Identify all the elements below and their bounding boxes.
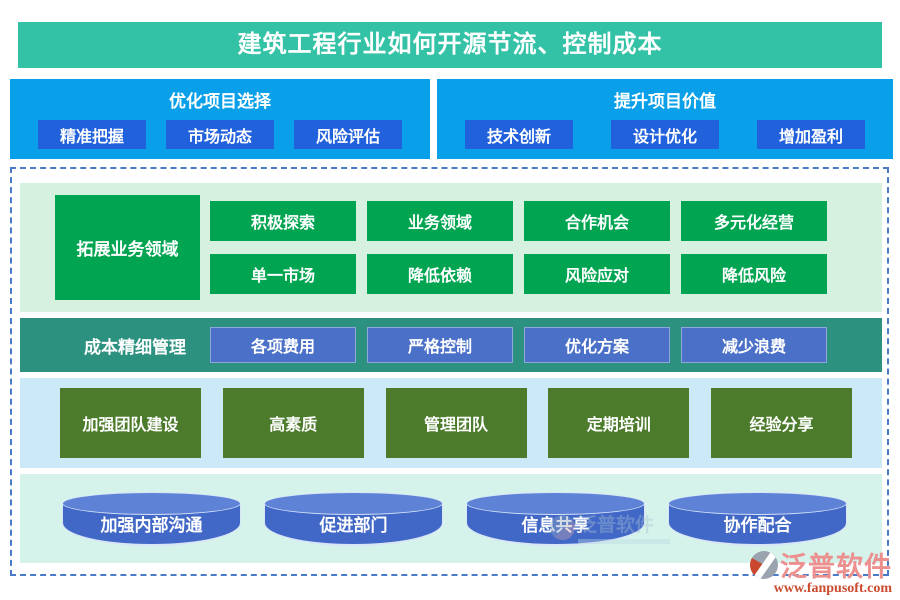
tag-optimization-plan: 优化方案 [524,327,670,363]
cylinder-strengthen-communication: 加强内部沟通 [62,491,241,546]
cylinder-label: 加强内部沟通 [100,516,203,535]
tag-diversified-operation: 多元化经营 [681,201,827,241]
tag-tech-innovation: 技术创新 [465,120,573,149]
section-expand-business: 拓展业务领域 积极探索 业务领域 合作机会 多元化经营 单一市场 降低依赖 风险… [20,183,882,312]
tag-high-quality: 高素质 [222,388,364,458]
cylinder-promote-departments: 促进部门 [264,491,443,546]
section-team-building: 加强团队建设 高素质 管理团队 定期培训 经验分享 [20,378,882,468]
tag-reduce-dependence: 降低依赖 [367,254,513,294]
cylinder-collaboration: 协作配合 [668,491,847,546]
page-title: 建筑工程行业如何开源节流、控制成本 [18,22,882,68]
panel-optimize-project-selection: 优化项目选择 精准把握 市场动态 风险评估 [10,79,430,159]
panel-button-row: 技术创新 设计优化 增加盈利 [437,120,893,149]
fanpu-logo-icon [750,550,778,579]
tag-experience-sharing: 经验分享 [711,388,852,458]
main-content-frame: 拓展业务领域 积极探索 业务领域 合作机会 多元化经营 单一市场 降低依赖 风险… [10,167,889,576]
section-cost-management: 成本精细管理 各项费用 严格控制 优化方案 减少浪费 [20,318,882,372]
panel-title: 优化项目选择 [169,92,271,111]
cylinder-information-sharing: 信息共享 [466,491,645,546]
tag-risk-assessment: 风险评估 [294,120,402,149]
fanpu-logo-url[interactable]: www.fanpusoft.com [773,581,892,596]
cylinder-label: 促进部门 [319,516,388,535]
cost-management-grid: 各项费用 严格控制 优化方案 减少浪费 [210,327,827,363]
tag-business-field: 业务领域 [367,201,513,241]
tag-various-expenses: 各项费用 [210,327,356,363]
section-label-cost-management: 成本精细管理 [84,337,186,357]
panel-title: 提升项目价值 [614,92,716,111]
tag-cooperation-opportunity: 合作机会 [524,201,670,241]
tag-regular-training: 定期培训 [548,388,690,458]
tag-reduce-risk: 降低风险 [681,254,827,294]
tag-precise-grasp: 精准把握 [38,120,146,149]
tag-design-optimization: 设计优化 [611,120,719,149]
tag-management-team: 管理团队 [385,388,527,458]
tag-increase-profit: 增加盈利 [757,120,865,149]
tag-reduce-waste: 减少浪费 [681,327,827,363]
expand-business-grid: 积极探索 业务领域 合作机会 多元化经营 单一市场 降低依赖 风险应对 降低风险 [210,201,827,294]
tag-risk-response: 风险应对 [524,254,670,294]
section-label-expand-business: 拓展业务领域 [55,195,200,300]
panel-button-row: 精准把握 市场动态 风险评估 [10,120,430,149]
tag-single-market: 单一市场 [210,254,356,294]
section-internal-communication: 加强内部沟通 促进部门 信息共享 协作配合 [20,474,882,563]
cylinder-label: 信息共享 [521,516,590,535]
tag-active-exploration: 积极探索 [210,201,356,241]
tag-market-dynamics: 市场动态 [166,120,274,149]
fanpu-logo-name: 泛普软件 [780,552,892,582]
tag-strict-control: 严格控制 [367,327,513,363]
panel-improve-project-value: 提升项目价值 技术创新 设计优化 增加盈利 [437,79,893,159]
cylinder-label: 协作配合 [723,516,792,535]
fanpu-logo[interactable]: 泛普软件 www.fanpusoft.com [750,545,892,597]
section-label-team-building: 加强团队建设 [60,388,201,458]
